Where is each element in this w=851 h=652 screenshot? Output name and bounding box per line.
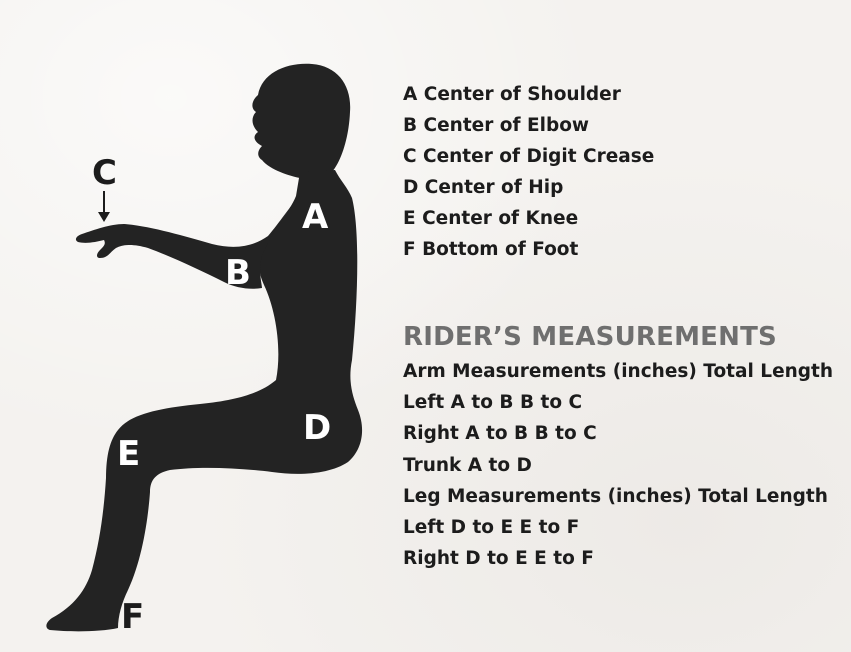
section-title: RIDER’S MEASUREMENTS	[403, 318, 833, 356]
riders-measurements-section: RIDER’S MEASUREMENTS Arm Measurements (i…	[403, 318, 833, 574]
measurement-rows: Arm Measurements (inches) Total Length L…	[403, 356, 833, 574]
point-label-f: F	[121, 600, 144, 634]
head-shape	[252, 64, 350, 178]
legend-item-elbow: B Center of Elbow	[403, 110, 654, 141]
point-label-c: C	[92, 156, 117, 190]
legend-item-foot: F Bottom of Foot	[403, 234, 654, 265]
point-label-a: A	[302, 200, 328, 234]
measurement-row-leg-header: Leg Measurements (inches) Total Length	[403, 481, 833, 512]
measurement-row-arm-left: Left A to B B to C	[403, 387, 833, 418]
point-label-b: B	[225, 256, 251, 290]
legend-item-hip: D Center of Hip	[403, 172, 654, 203]
point-label-e: E	[117, 437, 140, 471]
landmark-legend: A Center of Shoulder B Center of Elbow C…	[403, 79, 654, 265]
measurement-row-trunk: Trunk A to D	[403, 450, 833, 481]
measurement-row-arm-right: Right A to B B to C	[403, 418, 833, 449]
digit-crease-arrowhead	[98, 212, 110, 222]
measurement-row-leg-right: Right D to E E to F	[403, 543, 833, 574]
point-label-d: D	[303, 411, 331, 445]
legend-item-shoulder: A Center of Shoulder	[403, 79, 654, 110]
legend-item-digit-crease: C Center of Digit Crease	[403, 141, 654, 172]
measurement-row-arm-header: Arm Measurements (inches) Total Length	[403, 356, 833, 387]
measurement-row-leg-left: Left D to E E to F	[403, 512, 833, 543]
legend-item-knee: E Center of Knee	[403, 203, 654, 234]
